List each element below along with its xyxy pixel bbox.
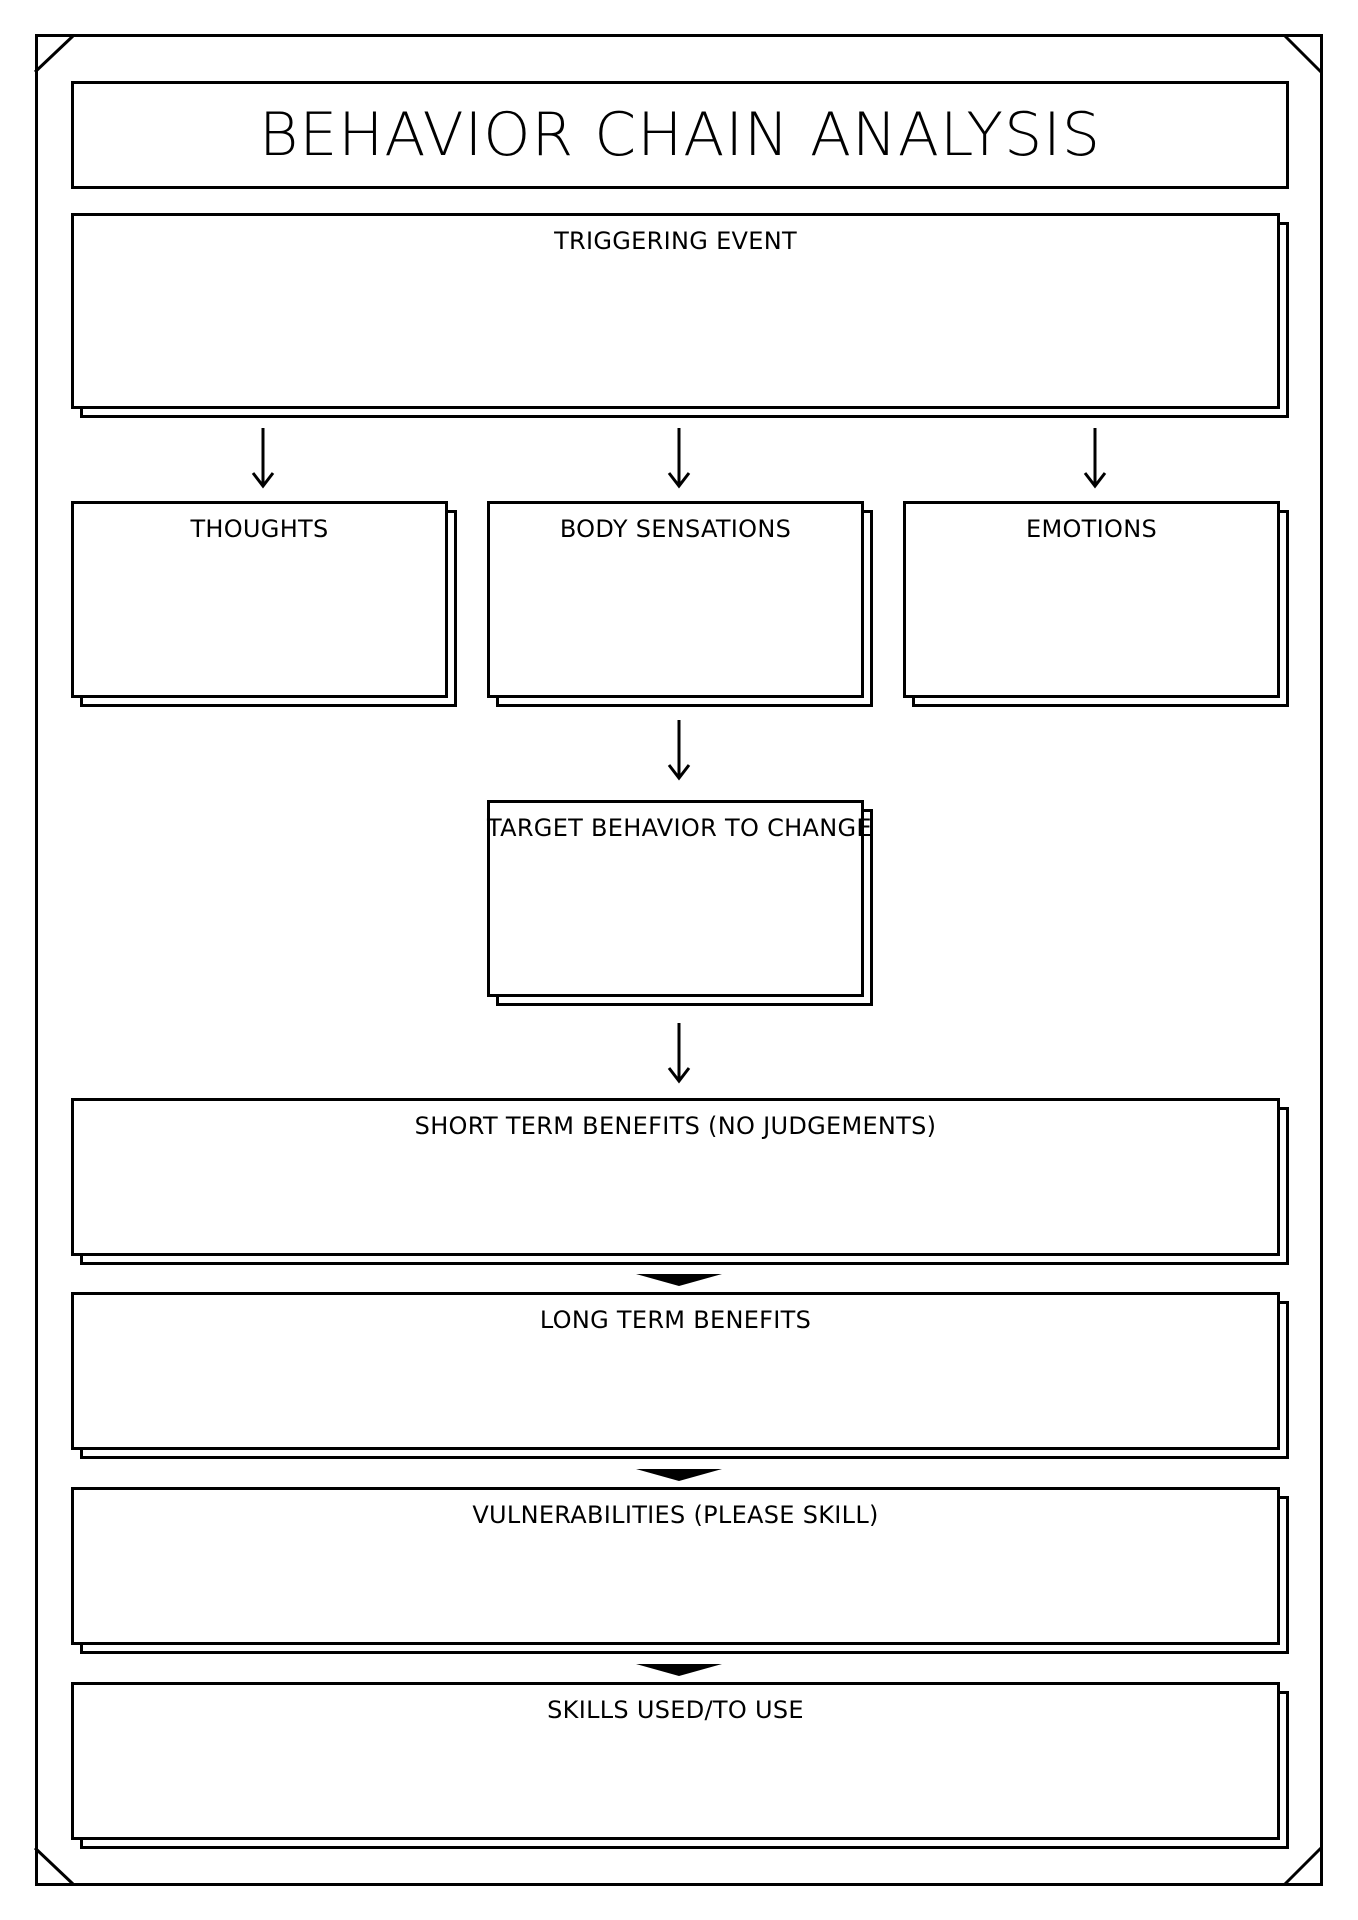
target-behavior-box[interactable]: TARGET BEHAVIOR TO CHANGE bbox=[487, 800, 873, 1006]
short-term-benefits-box[interactable]: SHORT TERM BENEFITS (NO JUDGEMENTS) bbox=[71, 1098, 1289, 1265]
body-sensations-label: BODY SENSATIONS bbox=[559, 515, 792, 543]
skills-box[interactable]: SKILLS USED/TO USE bbox=[71, 1682, 1289, 1849]
skills-label: SKILLS USED/TO USE bbox=[547, 1696, 804, 1724]
emotions-label: EMOTIONS bbox=[1026, 515, 1157, 543]
body-sensations-box[interactable]: BODY SENSATIONS bbox=[487, 501, 873, 707]
short-term-benefits-label: SHORT TERM BENEFITS (NO JUDGEMENTS) bbox=[414, 1112, 937, 1140]
vulnerabilities-box[interactable]: VULNERABILITIES (PLEASE SKILL) bbox=[71, 1487, 1289, 1654]
long-term-benefits-label: LONG TERM BENEFITS bbox=[539, 1306, 812, 1334]
triggering-event-label: TRIGGERING EVENT bbox=[554, 227, 797, 255]
target-behavior-label: TARGET BEHAVIOR TO CHANGE bbox=[487, 814, 872, 842]
triggering-event-box[interactable]: TRIGGERING EVENT bbox=[71, 213, 1289, 418]
page-border bbox=[35, 34, 1323, 1886]
thoughts-box[interactable]: THOUGHTS bbox=[71, 501, 457, 707]
title-box: BEHAVIOR CHAIN ANALYSIS bbox=[71, 81, 1289, 189]
thoughts-label: THOUGHTS bbox=[190, 515, 329, 543]
long-term-benefits-box[interactable]: LONG TERM BENEFITS bbox=[71, 1292, 1289, 1459]
emotions-box[interactable]: EMOTIONS bbox=[903, 501, 1289, 707]
vulnerabilities-label: VULNERABILITIES (PLEASE SKILL) bbox=[472, 1501, 879, 1529]
page-title: BEHAVIOR CHAIN ANALYSIS bbox=[259, 100, 1101, 170]
